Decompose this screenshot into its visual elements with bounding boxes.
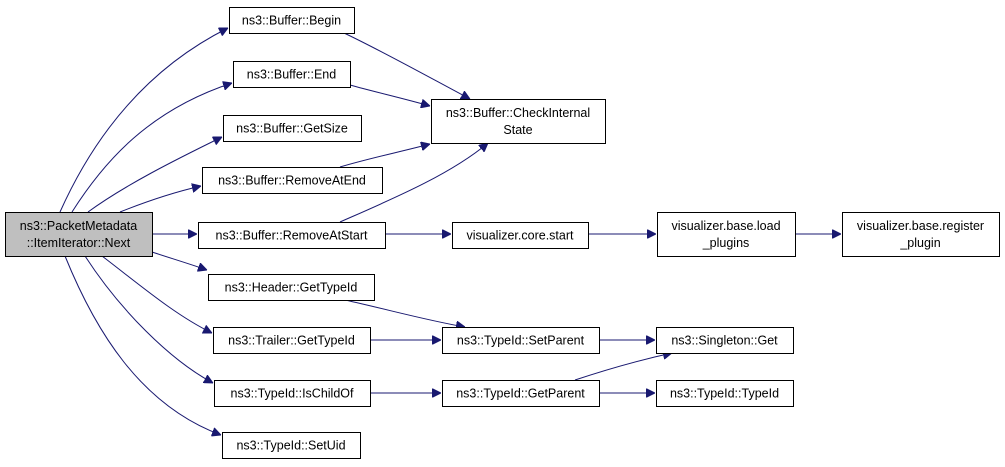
node-box — [442, 327, 600, 354]
node-singletonget[interactable]: ns3::Singleton::Get — [656, 327, 794, 354]
node-box — [229, 7, 355, 34]
node-box — [656, 327, 794, 354]
edge-begin-to-checkinternal — [343, 32, 470, 99]
edge-root-to-end — [71, 83, 232, 213]
node-label: State — [503, 123, 532, 137]
edge-root-to-begin — [59, 28, 228, 213]
node-label: visualizer.core.start — [467, 229, 575, 243]
node-box — [657, 212, 796, 257]
edge-root-to-removeatend — [119, 186, 201, 213]
node-box — [431, 99, 606, 144]
node-box — [222, 432, 361, 459]
node-box — [198, 222, 386, 249]
node-root[interactable]: ns3::PacketMetadata::ItemIterator::Next — [5, 212, 153, 257]
node-end[interactable]: ns3::Buffer::End — [233, 61, 351, 88]
node-label: ns3::Singleton::Get — [671, 334, 778, 348]
node-box — [442, 380, 600, 407]
edge-getparent-to-singletonget — [574, 353, 672, 381]
node-label: ns3::Header::GetTypeId — [225, 281, 358, 295]
node-label: ns3::TypeId::TypeId — [670, 387, 779, 401]
node-begin[interactable]: ns3::Buffer::Begin — [229, 7, 355, 34]
node-label: ns3::TypeId::SetUid — [236, 439, 345, 453]
node-label: ns3::TypeId::GetParent — [456, 387, 585, 401]
node-label: ns3::Buffer::RemoveAtStart — [216, 229, 368, 243]
node-box — [223, 115, 362, 142]
node-getparent[interactable]: ns3::TypeId::GetParent — [442, 380, 600, 407]
node-label: ns3::Buffer::RemoveAtEnd — [218, 174, 366, 188]
edge-root-to-setuid — [64, 255, 221, 435]
node-box — [202, 167, 383, 194]
node-label: ::ItemIterator::Next — [27, 236, 131, 250]
node-box — [656, 380, 794, 407]
edges-layer — [59, 28, 841, 435]
edge-removeatend-to-checkinternal — [339, 144, 430, 168]
node-label: ns3::PacketMetadata — [20, 219, 137, 233]
node-label: ns3::Buffer::Begin — [242, 14, 341, 28]
node-box — [214, 380, 371, 407]
node-label: ns3::Buffer::End — [247, 68, 336, 82]
node-box — [842, 212, 1000, 257]
node-label: visualizer.base.register — [857, 219, 984, 233]
edge-root-to-headergettypeid — [151, 251, 207, 270]
node-label: ns3::Trailer::GetTypeId — [228, 334, 355, 348]
node-getsize[interactable]: ns3::Buffer::GetSize — [223, 115, 362, 142]
node-removeatstart[interactable]: ns3::Buffer::RemoveAtStart — [198, 222, 386, 249]
node-typeidctor[interactable]: ns3::TypeId::TypeId — [656, 380, 794, 407]
node-setuid[interactable]: ns3::TypeId::SetUid — [222, 432, 361, 459]
node-corestart[interactable]: visualizer.core.start — [452, 222, 589, 249]
node-box — [5, 212, 153, 257]
node-loadplugins[interactable]: visualizer.base.load _plugins — [657, 212, 796, 257]
node-removeatend[interactable]: ns3::Buffer::RemoveAtEnd — [202, 167, 383, 194]
edge-root-to-ischildof — [84, 255, 213, 383]
node-label: _plugins — [702, 236, 750, 250]
node-box — [208, 274, 375, 301]
edge-removeatstart-to-checkinternal — [339, 143, 488, 223]
node-label: ns3::Buffer::CheckInternal — [446, 106, 590, 120]
node-trailergettypeid[interactable]: ns3::Trailer::GetTypeId — [213, 327, 371, 354]
node-box — [213, 327, 371, 354]
node-label: ns3::Buffer::GetSize — [236, 122, 348, 136]
node-label: ns3::TypeId::SetParent — [457, 334, 585, 348]
nodes-layer: ns3::PacketMetadata::ItemIterator::Nextn… — [5, 7, 1000, 459]
node-registerplugin[interactable]: visualizer.base.register _plugin — [842, 212, 1000, 257]
node-box — [233, 61, 351, 88]
node-setparent[interactable]: ns3::TypeId::SetParent — [442, 327, 600, 354]
node-headergettypeid[interactable]: ns3::Header::GetTypeId — [208, 274, 375, 301]
edge-headergettypeid-to-setparent — [344, 299, 465, 327]
node-label: _plugin — [899, 236, 940, 250]
node-label: visualizer.base.load — [671, 219, 780, 233]
node-ischildof[interactable]: ns3::TypeId::IsChildOf — [214, 380, 371, 407]
node-box — [452, 222, 589, 249]
edge-root-to-getsize — [87, 137, 222, 213]
edge-end-to-checkinternal — [349, 84, 430, 106]
node-label: ns3::TypeId::IsChildOf — [231, 387, 355, 401]
edge-root-to-trailergettypeid — [101, 255, 212, 333]
